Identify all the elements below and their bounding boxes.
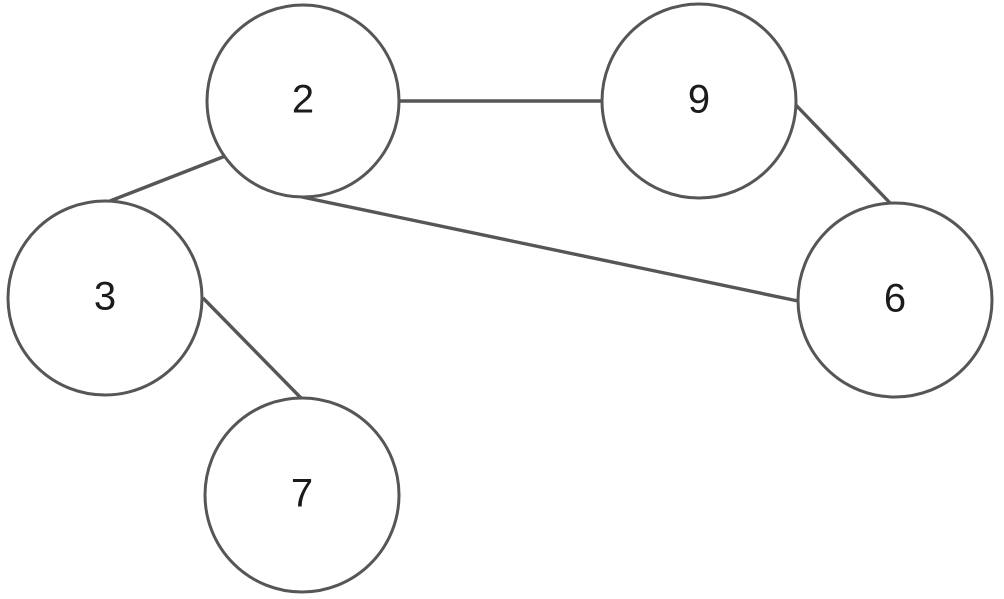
graph-node-label-7: 7 [291, 472, 313, 516]
graph-edge-2-6[interactable] [301, 195, 799, 303]
graph-node-2[interactable]: 2 [205, 3, 401, 199]
graph-edge-9-6[interactable] [791, 100, 893, 206]
graph-node-circle-7[interactable] [203, 396, 401, 594]
graph-node-6[interactable]: 6 [796, 201, 994, 399]
graph-node-circle-9[interactable] [600, 2, 798, 200]
graph-node-label-6: 6 [884, 277, 906, 321]
node-layer: 2 9 3 6 7 [6, 2, 994, 594]
graph-node-9[interactable]: 9 [600, 2, 798, 200]
graph-node-label-9: 9 [688, 78, 710, 122]
graph-node-circle-3[interactable] [6, 199, 204, 397]
graph-edge-2-3[interactable] [109, 151, 234, 203]
edge-layer [109, 99, 893, 400]
graph-node-circle-2[interactable] [205, 3, 401, 199]
graph-node-3[interactable]: 3 [6, 199, 204, 397]
graph-node-label-3: 3 [94, 275, 116, 319]
graph-edge-3-7[interactable] [201, 296, 303, 400]
graph-node-label-2: 2 [292, 78, 314, 122]
graph-node-circle-6[interactable] [796, 201, 994, 399]
graph-node-7[interactable]: 7 [203, 396, 401, 594]
